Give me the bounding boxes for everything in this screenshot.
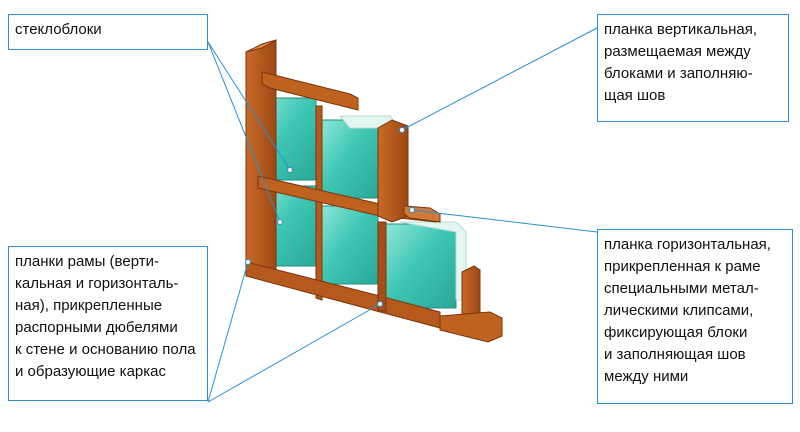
leader-dot	[287, 167, 293, 173]
leader-dot	[245, 259, 251, 265]
leader-frame-1	[207, 261, 249, 403]
frame-mid-divider	[315, 105, 323, 301]
leader-glass-1	[207, 41, 291, 171]
frame-bottom-divider	[377, 221, 387, 313]
horizontal-strip-bottom	[439, 311, 503, 343]
callout-line: к стене и основанию пола	[15, 341, 196, 358]
glass-block	[321, 119, 379, 199]
leader-vertical	[401, 27, 598, 131]
callout-line: и заполняющая шов	[604, 346, 746, 363]
callout-glass-blocks: стеклоблоки	[8, 14, 208, 50]
frame-left-post-top	[245, 39, 277, 53]
callout-line: планки рамы (верти-	[15, 253, 159, 270]
callout-line: щая шов	[604, 87, 666, 104]
callout-line: распорными дюбелями	[15, 319, 178, 336]
callout-vertical-strip: планка вертикальная, размещаемая между б…	[597, 14, 789, 122]
leader-glass-2	[207, 41, 281, 223]
frame-top-rail	[261, 71, 359, 111]
callout-line: прикрепленная к раме	[604, 258, 761, 275]
leader-dot	[377, 301, 383, 307]
glass-block	[321, 205, 379, 285]
callout-line: блоками и заполняю-	[604, 65, 753, 82]
callout-line: планка горизонтальная,	[604, 236, 771, 253]
leader-frame-2	[207, 303, 381, 403]
callout-line: фиксирующая блоки	[604, 324, 748, 341]
callout-line: кальная и горизонталь-	[15, 275, 179, 292]
callout-line: и образующие каркас	[15, 363, 166, 380]
callout-line: между ними	[604, 368, 689, 385]
callout-line: ная), прикрепленные	[15, 297, 163, 314]
callout-line: стеклоблоки	[15, 21, 102, 38]
callout-line: планка вертикальная,	[604, 21, 758, 38]
leader-dots	[245, 127, 415, 307]
glass-block	[385, 223, 457, 309]
callout-line: лическими клипсами,	[604, 302, 754, 319]
callout-line: размещаемая между	[604, 43, 751, 60]
leader-dot	[399, 127, 405, 133]
callout-frame-strips: планки рамы (верти- кальная и горизонтал…	[8, 246, 208, 401]
callout-line: специальными метал-	[604, 280, 759, 297]
leader-horizontal	[411, 209, 598, 233]
leader-lines	[207, 27, 598, 403]
callout-horizontal-strip: планка горизонтальная, прикрепленная к р…	[597, 229, 793, 404]
leader-dot	[277, 219, 283, 225]
wooden-frame	[245, 39, 503, 343]
leader-dot	[409, 207, 415, 213]
